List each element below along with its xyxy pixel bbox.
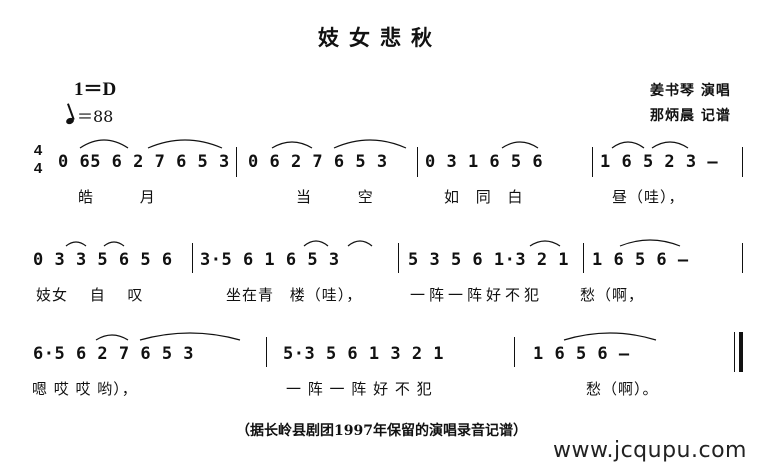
barline xyxy=(192,243,194,273)
final-barline-thin xyxy=(734,332,736,372)
slur xyxy=(347,240,373,247)
lyrics-s2-m1: 妓女 自 叹 xyxy=(36,286,144,304)
barline xyxy=(592,147,594,177)
watermark: www.jcqupu.com xyxy=(553,438,747,463)
notes-s2-m3: 5 3 5 6 1·3 2 1 xyxy=(408,250,570,270)
time-signature-top: 4 xyxy=(33,142,43,159)
notes-s2-m4: 1 6 5 6 – xyxy=(592,250,689,270)
lyrics-s1-m4: 昼（哇）， xyxy=(612,188,685,206)
slur xyxy=(271,141,313,149)
lyrics-s1-m1: 皓 月 xyxy=(78,188,156,206)
slur xyxy=(611,141,645,149)
barline xyxy=(417,147,419,177)
time-signature-bottom: 4 xyxy=(33,160,43,177)
key-signature: 1＝D xyxy=(74,79,117,100)
source-note: （据长岭县剧团1997年保留的演唱录音记谱） xyxy=(236,423,527,439)
notes-s1-m2: 0 6 2 7 6 5 3 xyxy=(248,152,388,172)
slur xyxy=(619,239,681,247)
barline xyxy=(583,243,585,273)
lyrics-s2-m4: 愁（啊， xyxy=(580,286,645,304)
slur xyxy=(529,240,561,247)
slur xyxy=(333,139,407,149)
lyrics-s2-m2: 坐在青 楼（哇）， xyxy=(226,286,363,304)
notes-s3-m2: 5·3 5 6 1 3 2 1 xyxy=(283,344,445,364)
slur xyxy=(139,332,241,341)
tempo-marking: ＝88 xyxy=(65,103,114,127)
lyrics-s3-m3: 愁（啊）。 xyxy=(586,380,659,398)
slur xyxy=(65,241,87,247)
barline xyxy=(514,337,516,367)
lyrics-s3-m2: 一 阵 一 阵 好 不 犯 xyxy=(286,380,433,398)
tempo-value: ＝88 xyxy=(77,107,114,126)
song-title: 妓女悲秋 xyxy=(318,25,442,50)
barline xyxy=(742,243,744,273)
notes-s2-m2: 3·5 6 1 6 5 3 xyxy=(200,250,340,270)
slur xyxy=(303,240,329,247)
lyrics-s1-m3: 如 同 白 xyxy=(444,188,524,206)
slur xyxy=(563,332,657,341)
credit-singer: 姜书琴 演唱 xyxy=(650,83,731,99)
lyrics-s1-m2: 当 空 xyxy=(296,188,374,206)
final-barline-thick xyxy=(739,332,743,372)
slur xyxy=(95,334,129,341)
barline xyxy=(398,243,400,273)
notes-s2-m1: 0 3 3 5 6 5 6 xyxy=(33,250,173,270)
slur xyxy=(147,139,223,149)
notes-s1-m4: 1 6 5 2 3 – xyxy=(600,152,719,172)
barline xyxy=(236,147,238,177)
slur xyxy=(79,139,129,149)
notes-s1-m1: 0 65 6 2 7 6 5 3 xyxy=(58,152,230,172)
barline xyxy=(266,337,268,367)
lyrics-s2-m3: 一阵一阵好不犯 xyxy=(410,286,544,304)
notes-s3-m3: 1 6 5 6 – xyxy=(533,344,630,364)
slur xyxy=(651,141,689,149)
time-signature: 4 4 xyxy=(31,142,45,178)
barline xyxy=(742,147,744,177)
credit-transcriber: 那炳晨 记谱 xyxy=(650,108,731,124)
notes-s3-m1: 6·5 6 2 7 6 5 3 xyxy=(33,344,195,364)
lyrics-s3-m1: 嗯 哎 哎 哟）， xyxy=(32,380,138,398)
notes-s1-m3: 0 3 1 6 5 6 xyxy=(425,152,544,172)
slur xyxy=(501,141,539,149)
slur xyxy=(103,241,125,247)
